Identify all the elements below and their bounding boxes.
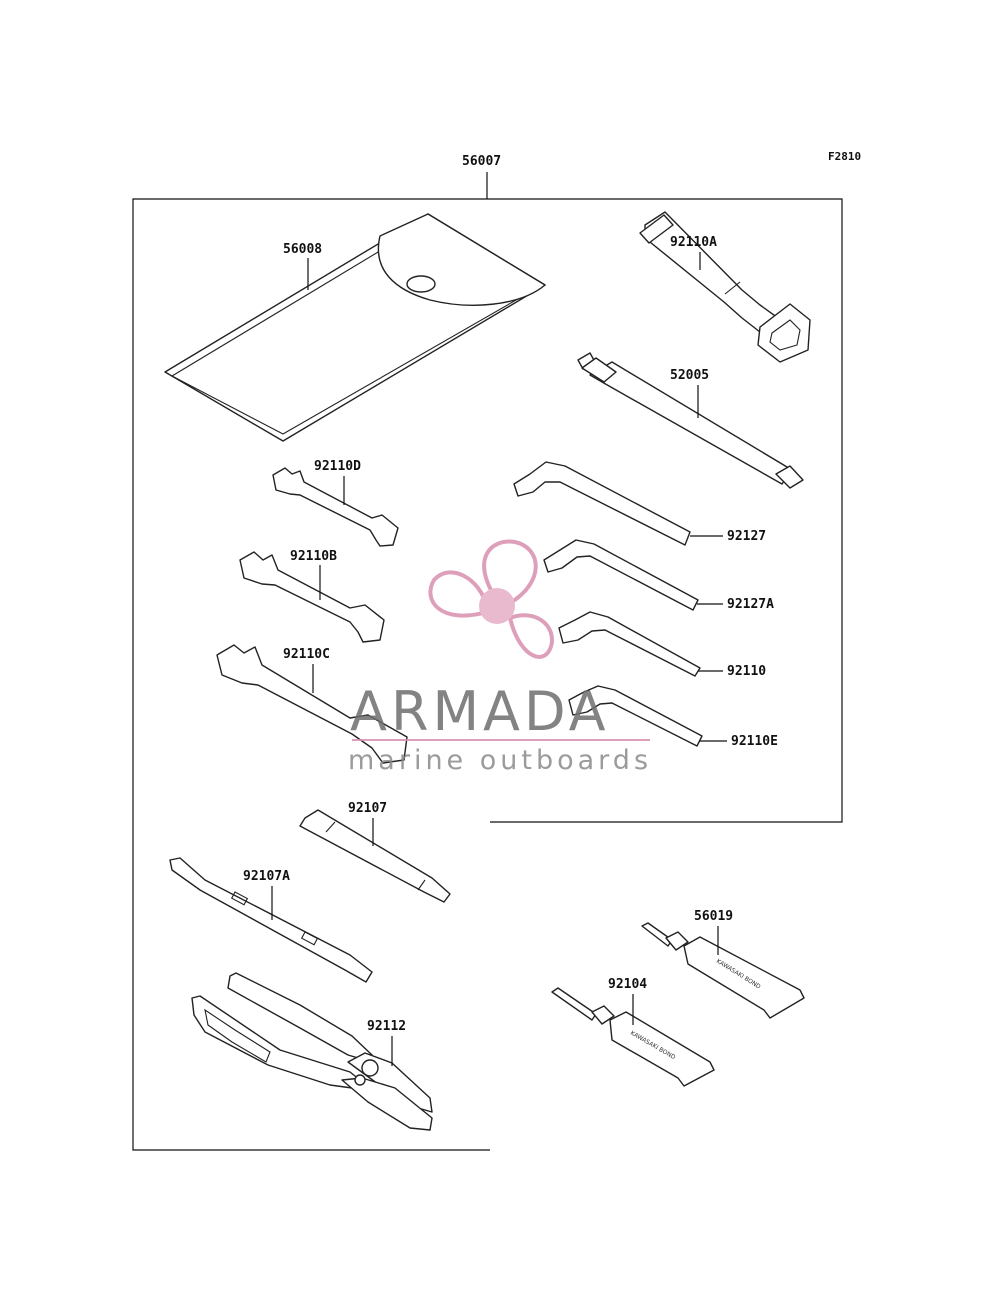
hex-key-small [558, 611, 701, 677]
part-label-92110: 92110 [727, 664, 766, 679]
part-label-56019: 56019 [694, 909, 733, 924]
part-label-92107A: 92107A [243, 869, 290, 884]
watermark-subtitle: marine outboards [348, 745, 652, 776]
watermark-logo: ARMADA marine outboards [348, 539, 652, 776]
plug-wrench [639, 211, 811, 363]
screwdriver [169, 857, 373, 983]
part-label-92127: 92127 [727, 529, 766, 544]
part-label-92107: 92107 [348, 801, 387, 816]
part-label-92110B: 92110B [290, 549, 337, 564]
watermark-title: ARMADA [350, 680, 610, 743]
kit-label: 56007 [462, 154, 501, 169]
wrench-medium [239, 551, 385, 643]
part-label-92127A: 92127A [727, 597, 774, 612]
spoke-wrench [577, 352, 804, 489]
propeller-icon [428, 539, 555, 659]
part-label-92110E: 92110E [731, 734, 778, 749]
hex-key-tiny [568, 685, 703, 747]
hex-key-medium [543, 539, 699, 611]
tool-pouch [164, 213, 546, 442]
screwdriver-bit [299, 809, 451, 903]
wrench-large [216, 644, 408, 764]
part-label-92110D: 92110D [314, 459, 361, 474]
wrench-small [272, 467, 399, 547]
part-label-92110A: 92110A [670, 235, 717, 250]
part-label-92110C: 92110C [283, 647, 330, 662]
kit-frame [132, 198, 843, 1151]
part-label-92104: 92104 [608, 977, 647, 992]
bond-tube-56019: KAWASAKI BOND [641, 922, 805, 1019]
part-label-52005: 52005 [670, 368, 709, 383]
part-label-56008: 56008 [283, 242, 322, 257]
hex-key-large [513, 461, 691, 546]
part-label-92112: 92112 [367, 1019, 406, 1034]
pliers [191, 972, 433, 1131]
figure-code: F2810 [828, 150, 861, 163]
